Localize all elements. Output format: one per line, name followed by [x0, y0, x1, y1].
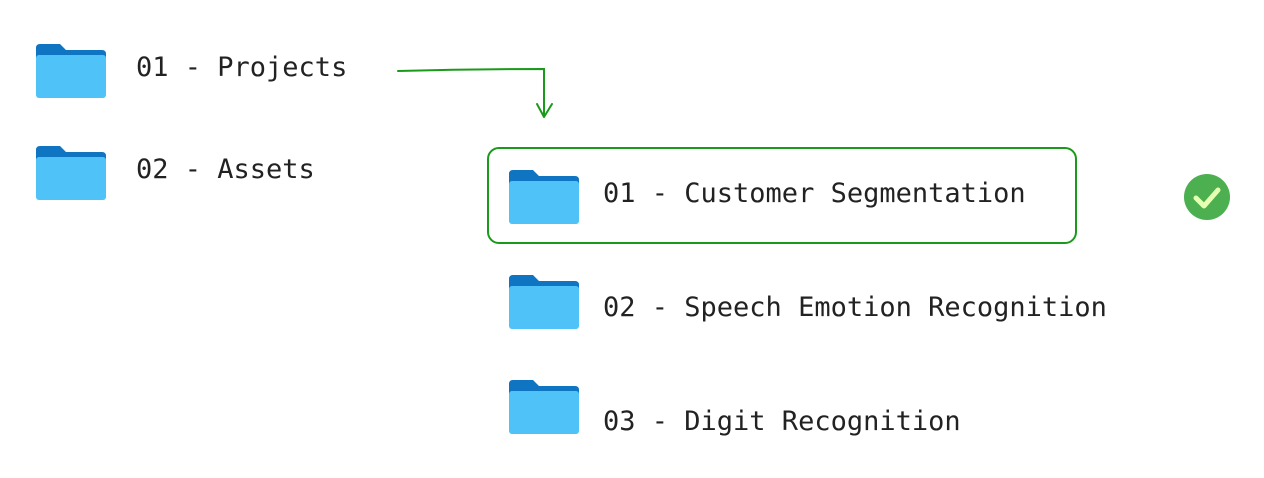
folder-icon[interactable]: [36, 146, 106, 200]
connector-arrow: [397, 67, 545, 117]
arrow-head-icon: [536, 103, 553, 118]
folder-label-speech-emotion-recognition[interactable]: 02 - Speech Emotion Recognition: [603, 292, 1107, 323]
folder-icon[interactable]: [509, 275, 579, 329]
folder-icon[interactable]: [36, 44, 106, 98]
folder-label-digit-recognition[interactable]: 03 - Digit Recognition: [603, 406, 961, 437]
selection-highlight: [487, 147, 1077, 244]
check-circle-icon: [1184, 174, 1230, 220]
folder-icon[interactable]: [509, 170, 579, 224]
folder-icon[interactable]: [509, 380, 579, 434]
folder-label-customer-segmentation[interactable]: 01 - Customer Segmentation: [603, 178, 1026, 209]
folder-label-projects[interactable]: 01 - Projects: [136, 52, 348, 83]
folder-label-assets[interactable]: 02 - Assets: [136, 154, 315, 185]
